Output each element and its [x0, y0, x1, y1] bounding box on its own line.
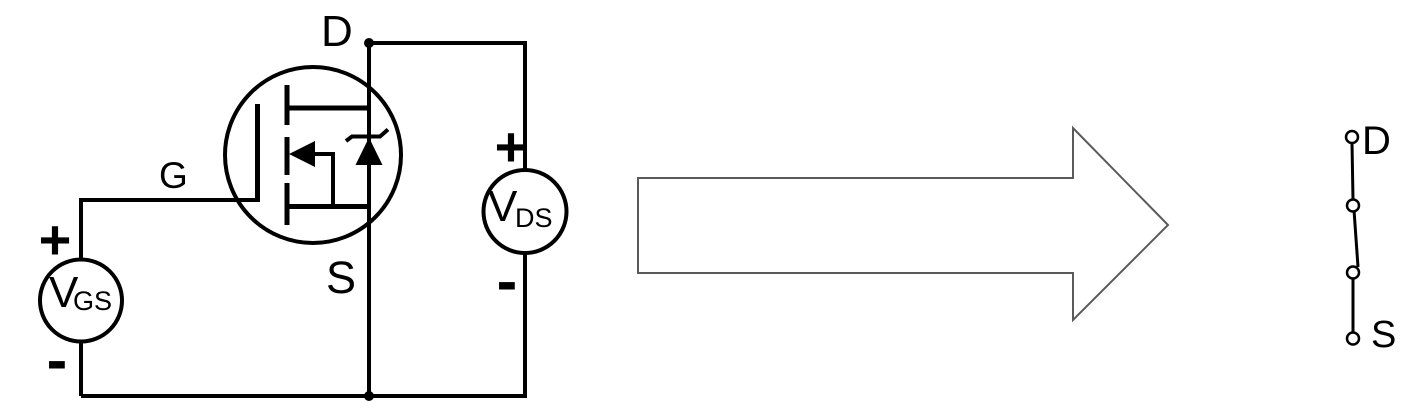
switch-source-label: S	[1371, 314, 1397, 356]
switch-terminal-s	[1345, 331, 1361, 346]
right-arrow-icon	[637, 125, 1170, 323]
vgs-plus-sign: +	[38, 208, 72, 271]
vds-subscript: DS	[515, 203, 553, 233]
switch-blade	[1352, 209, 1360, 268]
source-junction-dot	[364, 391, 374, 401]
gate-wire	[79, 198, 258, 260]
mosfet-body-circle	[223, 65, 403, 245]
switch-drain-label: D	[1362, 119, 1391, 163]
vgs-symbol: V	[49, 268, 79, 317]
zener-cathode-bar	[344, 127, 390, 143]
switch-contact-lower	[1345, 265, 1361, 280]
body-to-source-link	[314, 152, 335, 207]
vds-symbol: V	[488, 182, 518, 231]
vds-plus-sign: +	[494, 115, 528, 178]
switch-top-lead	[1350, 142, 1355, 200]
switch-terminal-d	[1344, 129, 1360, 145]
drain-junction-dot	[364, 38, 374, 48]
mosfet-symbol-icon	[223, 65, 403, 245]
mosfet-test-circuit	[38, 38, 569, 401]
vds-minus-sign: -	[496, 247, 518, 316]
body-diode-icon	[355, 137, 383, 165]
switch-contact-upper	[1345, 198, 1361, 213]
switch-symbol-icon	[1344, 129, 1361, 346]
body-arrow-icon	[289, 141, 315, 167]
drain-to-vds-wire	[369, 41, 527, 171]
bottom-return-wire	[81, 252, 527, 398]
source-terminal-label: S	[326, 252, 357, 303]
drain-terminal-label: D	[321, 7, 353, 56]
vgs-subscript: GS	[73, 286, 113, 316]
vgs-minus-sign: -	[46, 326, 68, 395]
gate-terminal-label: G	[159, 155, 188, 196]
